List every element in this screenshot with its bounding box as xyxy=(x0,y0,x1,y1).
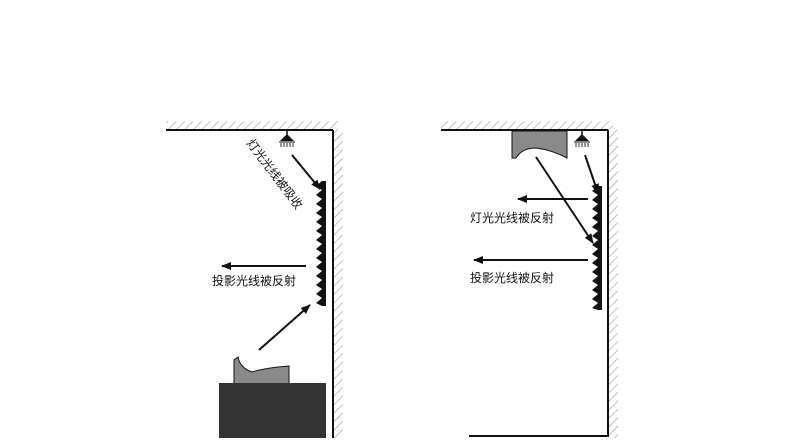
left-wall-hatch xyxy=(334,130,343,438)
projector-icon xyxy=(511,130,568,159)
left-room: 灯光光线被吸收 投影光线被反射 xyxy=(166,121,343,438)
left-projection-arrow xyxy=(258,304,311,351)
left-absorbed-arrow xyxy=(291,154,321,190)
right-screen-teeth xyxy=(592,186,598,310)
right-projection-label: 投影光线被反射 xyxy=(470,270,554,285)
ceiling-lamp-icon xyxy=(279,131,295,147)
left-absorbed-label: 灯光光线被吸收 xyxy=(244,136,306,212)
left-ceiling-hatch xyxy=(166,121,338,130)
right-screen xyxy=(592,186,602,310)
projector-icon xyxy=(233,356,290,385)
right-light-arrow xyxy=(584,154,599,194)
left-screen-teeth xyxy=(316,181,322,306)
left-cabinet xyxy=(219,383,326,438)
right-ceiling-hatch xyxy=(441,121,613,130)
right-wall-hatch xyxy=(609,130,618,438)
left-projection-label: 投影光线被反射 xyxy=(212,273,296,288)
ceiling-lamp-icon xyxy=(574,131,590,147)
right-room: 灯光光线被反射 投影光线被反射 xyxy=(441,121,618,438)
left-screen xyxy=(316,181,326,306)
right-light-label: 灯光光线被反射 xyxy=(470,210,554,225)
